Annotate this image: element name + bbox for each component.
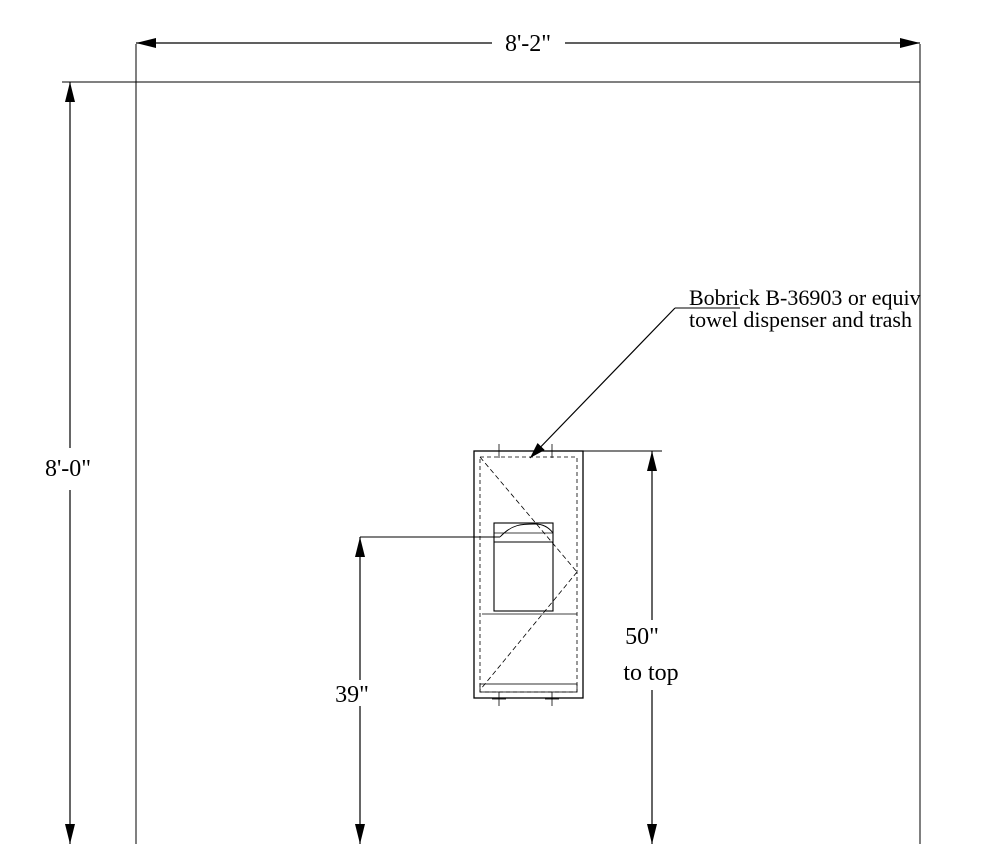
top-height-note: to top (623, 660, 678, 686)
height-dimension-label: 8'-0" (45, 456, 91, 482)
callout-text-line1: Bobrick B-36903 or equiv (689, 285, 921, 310)
wall-outline (62, 44, 921, 844)
mount-height-dimension: 39" (335, 536, 500, 844)
towel-dispenser-unit (473, 444, 584, 706)
width-dimension-label: 8'-2" (505, 31, 551, 57)
top-height-value: 50" (625, 624, 659, 650)
mount-height-label: 39" (335, 682, 369, 708)
callout-text-line2: towel dispenser and trash (689, 307, 912, 332)
callout-leader (529, 307, 740, 459)
width-dimension: 8'-2" (136, 31, 920, 57)
height-dimension: 8'-0" (45, 82, 91, 844)
top-height-dimension: 50" to top (583, 450, 679, 844)
